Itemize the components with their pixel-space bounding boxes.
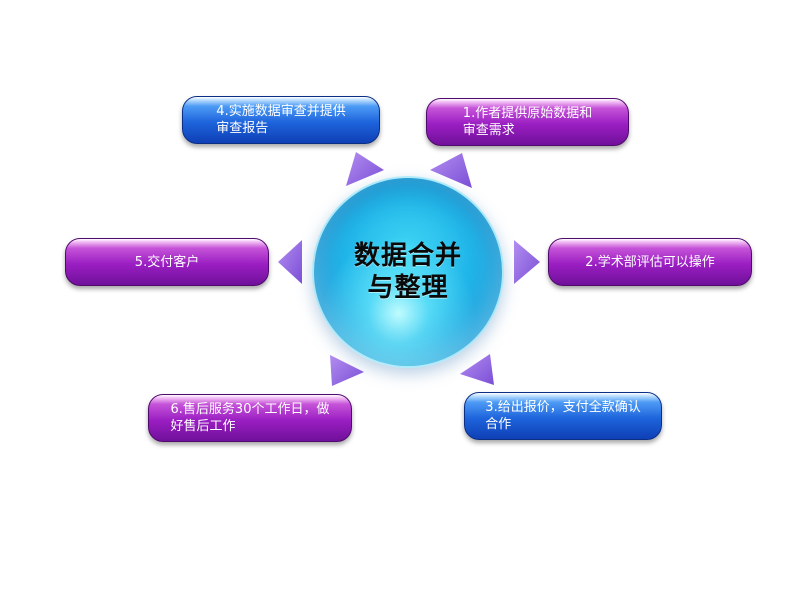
arrow-bottom-right <box>460 354 494 385</box>
arrow-top-left <box>346 152 384 186</box>
step-2-label: 2.学术部评估可以操作 <box>585 254 715 270</box>
step-6-node: 6.售后服务30个工作日，做 好售后工作 <box>148 394 352 442</box>
step-1-node: 1.作者提供原始数据和 审查需求 <box>426 98 629 146</box>
arrow-bottom-left <box>330 355 364 386</box>
step-4-label: 4.实施数据审查并提供 审查报告 <box>216 104 346 136</box>
center-hub: 数据合并 与整理 <box>312 176 504 368</box>
arrow-top-right <box>430 153 472 188</box>
step-4-node: 4.实施数据审查并提供 审查报告 <box>182 96 380 144</box>
arrow-left <box>278 240 302 284</box>
arrow-right <box>514 240 540 284</box>
step-2-node: 2.学术部评估可以操作 <box>548 238 752 286</box>
step-3-node: 3.给出报价，支付全款确认 合作 <box>464 392 662 440</box>
center-title: 数据合并 与整理 <box>314 240 502 304</box>
center-title-line1: 数据合并 <box>353 241 462 271</box>
step-5-label: 5.交付客户 <box>134 254 200 270</box>
step-5-node: 5.交付客户 <box>65 238 269 286</box>
step-3-label: 3.给出报价，支付全款确认 合作 <box>485 400 641 432</box>
step-1-label: 1.作者提供原始数据和 审查需求 <box>462 106 593 138</box>
step-6-label: 6.售后服务30个工作日，做 好售后工作 <box>170 402 330 434</box>
center-title-line2: 与整理 <box>367 273 449 303</box>
